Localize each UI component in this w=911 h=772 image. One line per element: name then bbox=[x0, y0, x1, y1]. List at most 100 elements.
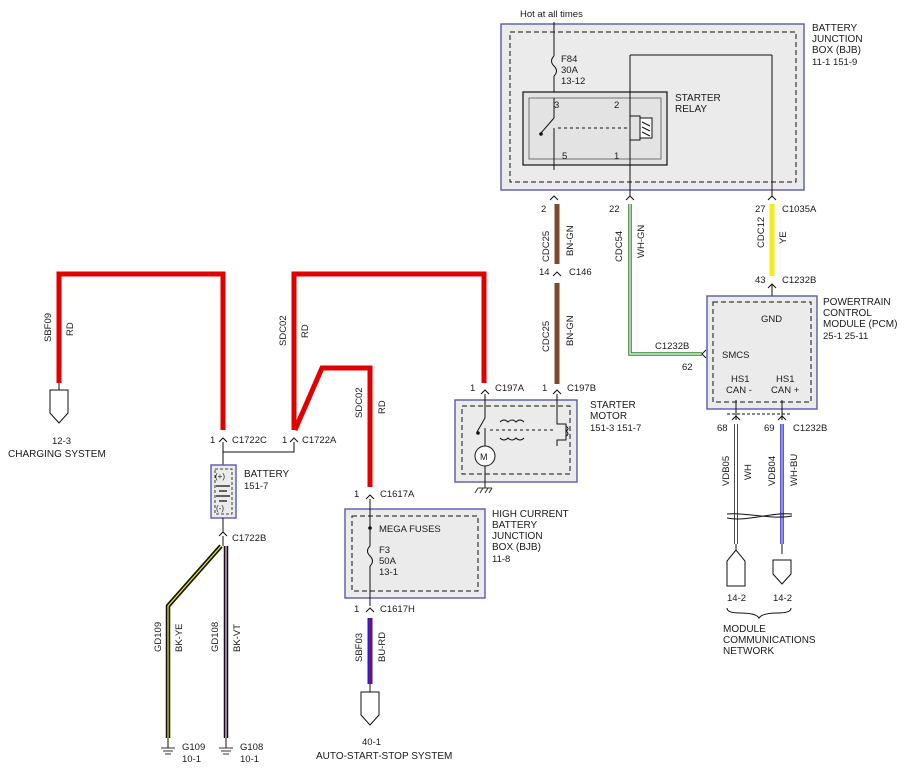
hcbjb-box bbox=[344, 508, 486, 599]
battery-minus: (-) bbox=[216, 504, 224, 513]
cdc25-top-circuit: CDC25 bbox=[541, 231, 552, 262]
hcbjb-inner-box bbox=[351, 515, 479, 592]
vdb04-circuit: VDB04 bbox=[767, 456, 778, 486]
network-ref-a: 14-2 bbox=[727, 593, 746, 604]
c1232b-top-name: C1232B bbox=[782, 275, 816, 286]
c1232b-can-lo-chevron bbox=[731, 415, 741, 421]
c197a-name: C197A bbox=[495, 383, 525, 394]
g108-name: G108 bbox=[240, 742, 263, 753]
c1617h-chevron bbox=[365, 607, 375, 613]
bjb-ref: 11-1 151-9 bbox=[812, 57, 857, 68]
wire-gd109-stripe bbox=[167, 545, 222, 738]
sbf09-circuit: SBF09 bbox=[43, 313, 54, 342]
c1035a-connector: 2 22 27 C1035A bbox=[541, 195, 817, 215]
c1035a-pin-22: 22 bbox=[609, 204, 620, 215]
c1617h-pin: 1 bbox=[354, 604, 359, 615]
starter-motor-glyph: M bbox=[480, 452, 488, 462]
c197b-name: C197B bbox=[567, 383, 596, 394]
starter-relay-inner bbox=[528, 97, 662, 160]
g108-ground-icon bbox=[219, 747, 233, 755]
pcm-can-hi-1: HS1 bbox=[776, 374, 794, 385]
g109-name: G109 bbox=[182, 742, 205, 753]
c1722b-name: C1722B bbox=[232, 533, 266, 544]
pcm-title-3: MODULE (PCM) bbox=[823, 319, 897, 330]
c1722c-name: C1722C bbox=[232, 435, 267, 446]
c1232b-can-pin-68: 68 bbox=[717, 423, 728, 434]
starter-s-coil-icon bbox=[565, 425, 569, 437]
battery-title: BATTERY bbox=[244, 469, 290, 480]
c1722a-name: C1722A bbox=[302, 435, 337, 446]
network-ref-a-flag bbox=[726, 549, 746, 587]
c1722a-pin: 1 bbox=[282, 435, 287, 446]
pcm-title-2: CONTROL bbox=[823, 308, 872, 319]
fuse-f3-name: F3 bbox=[379, 545, 390, 556]
hcbjb-ref: 11-8 bbox=[492, 554, 510, 565]
c1617a-pin: 1 bbox=[354, 489, 359, 500]
c1232b-can-name: C1232B bbox=[793, 423, 827, 434]
pcm-gnd: GND bbox=[761, 314, 782, 325]
pcm-inner-box bbox=[712, 301, 812, 403]
starter-motor-title-1: STARTER bbox=[590, 400, 636, 411]
bjb-title-1: BATTERY bbox=[812, 23, 858, 34]
gd108-circuit: GD108 bbox=[210, 622, 221, 652]
sdc02-a-circuit: SDC02 bbox=[278, 315, 289, 346]
battery-cell-icon bbox=[216, 485, 230, 502]
bjb-module: Hot at all times BATTERY JUNCTION BOX (B… bbox=[500, 9, 863, 196]
cdc54-color: WH-GN bbox=[636, 225, 647, 258]
pcm-can-lo-2: CAN - bbox=[726, 385, 752, 396]
pcm-module: GND SMCS HS1 CAN - HS1 CAN + POWERTRAIN … bbox=[655, 295, 897, 434]
pcm-ref: 25-1 25-11 bbox=[823, 331, 868, 342]
g109-ref: 10-1 bbox=[182, 754, 201, 765]
c1035a-pin-2: 2 bbox=[541, 204, 546, 215]
g108-ref: 10-1 bbox=[240, 754, 259, 765]
fuse-f3-ref: 13-1 bbox=[379, 567, 398, 578]
twisted-pair-indicator bbox=[726, 513, 793, 520]
network-label-3: NETWORK bbox=[723, 646, 774, 657]
relay-pin-1: 1 bbox=[614, 151, 619, 162]
starter-switch-dot bbox=[476, 431, 480, 435]
pcm-can-lo-1: HS1 bbox=[731, 374, 749, 385]
mega-fuses-label: MEGA FUSES bbox=[379, 524, 441, 535]
c1232b-smcs-pin: 62 bbox=[682, 362, 693, 373]
starter-s-feed bbox=[556, 394, 567, 446]
c146-name: C146 bbox=[569, 267, 592, 278]
hcbjb-title-3: JUNCTION bbox=[492, 531, 543, 542]
network-ref-b-flag bbox=[772, 559, 792, 585]
auto-start-flag bbox=[360, 691, 380, 726]
vdb04-color: WH-BU bbox=[789, 454, 800, 486]
c197b-pin: 1 bbox=[542, 383, 547, 394]
relay-pin-3: 3 bbox=[554, 100, 559, 111]
starter-relay-label-2: RELAY bbox=[675, 104, 707, 115]
fuse-f84-rating: 30A bbox=[561, 65, 579, 76]
c146-pin: 14 bbox=[539, 267, 550, 278]
relay-contact-dot bbox=[539, 132, 543, 136]
cdc54-circuit: CDC54 bbox=[614, 231, 625, 262]
c1722c-chevron bbox=[218, 437, 228, 443]
starter-motor-ref: 151-3 151-7 bbox=[590, 423, 641, 434]
c1232b-can-pin-69: 69 bbox=[764, 423, 775, 434]
c1232b-can-hi-chevron bbox=[777, 415, 787, 421]
auto-start-ref: 40-1 bbox=[362, 737, 381, 748]
fuse-f84-name: F84 bbox=[561, 54, 577, 65]
vdb05-color: WH bbox=[743, 464, 754, 480]
battery-plus: (+) bbox=[215, 472, 225, 481]
wire-sbf09 bbox=[56, 271, 226, 430]
c1035a-name: C1035A bbox=[782, 204, 817, 215]
c197a-chevron bbox=[480, 389, 490, 395]
wire-cdc54-stripe bbox=[629, 204, 702, 355]
cdc25-top-color: BN-GN bbox=[565, 225, 576, 256]
hcbjb-title-2: BATTERY bbox=[492, 520, 538, 531]
c197a-pin: 1 bbox=[470, 383, 475, 394]
c1232b-smcs-name: C1232B bbox=[655, 341, 689, 352]
network-label-2: COMMUNICATIONS bbox=[723, 635, 816, 646]
sdc02-b-color: RD bbox=[377, 400, 388, 414]
sbf09-color: RD bbox=[65, 322, 76, 336]
c1035a-pin-27: 27 bbox=[755, 204, 766, 215]
network-brace bbox=[726, 607, 792, 619]
c1232b-top-pin: 43 bbox=[755, 275, 766, 286]
relay-coil-icon bbox=[639, 117, 653, 139]
battery-ref: 151-7 bbox=[244, 481, 268, 492]
battery-inner-box bbox=[214, 468, 233, 515]
c1617a-name: C1617A bbox=[380, 489, 415, 500]
starter-motor-module: STARTER MOTOR 151-3 151-7 M bbox=[454, 394, 641, 494]
